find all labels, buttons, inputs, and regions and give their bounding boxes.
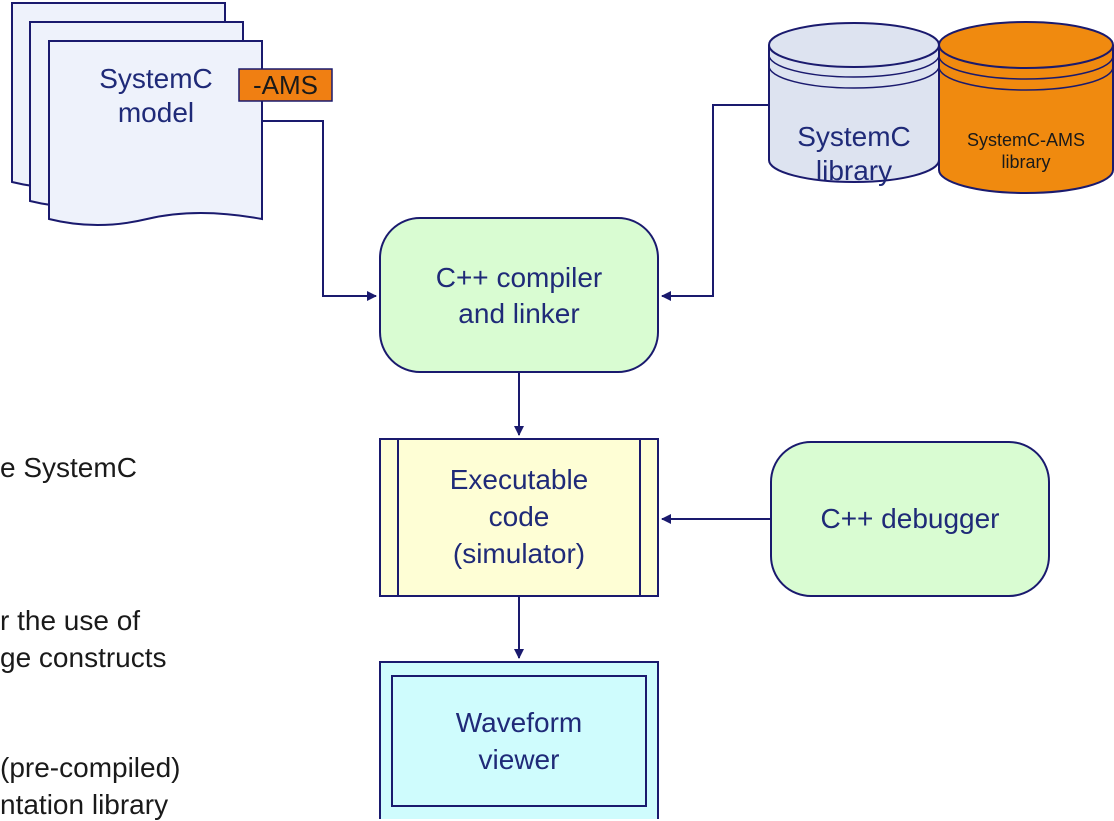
systemc-ams-library-label: SystemC-AMS library — [939, 129, 1113, 173]
systemc-model-document-stack — [11, 2, 263, 226]
compiler-line1: C++ compiler — [435, 262, 603, 293]
systemc-model-line2: model — [117, 97, 195, 128]
waveform-line2: viewer — [478, 744, 560, 775]
waveform-label: Waveform viewer — [392, 704, 646, 778]
executable-line2: code — [488, 501, 550, 532]
bullet-text-4: (pre-compiled) — [0, 752, 181, 783]
executable-line3: (simulator) — [452, 538, 586, 569]
model-to-compiler-arrow — [262, 120, 377, 301]
ams-tag-label: -AMS — [253, 70, 318, 100]
executable-line1: Executable — [449, 464, 589, 495]
ams-tag-box — [238, 68, 333, 102]
waveform-line1: Waveform — [455, 707, 583, 738]
waveform-viewer-box — [379, 661, 659, 819]
bullet-text-2: r the use of — [0, 605, 141, 636]
executable-label: Executable code (simulator) — [380, 461, 658, 572]
systemc-model-label: SystemC model — [66, 62, 246, 130]
compiler-line2: and linker — [458, 298, 580, 329]
bullet-text-5: ntation library — [0, 789, 169, 820]
library-to-compiler-arrow — [661, 104, 769, 301]
systemc-library-line1: SystemC — [797, 121, 911, 152]
systemc-ams-library-cylinder — [938, 21, 1114, 194]
bullet-text-3: ge constructs — [0, 642, 167, 673]
compiler-label: C++ compiler and linker — [380, 260, 658, 332]
systemc-library-label: SystemC library — [769, 120, 939, 188]
systemc-ams-library-line1: SystemC-AMS — [966, 130, 1085, 150]
systemc-ams-library-line2: library — [1001, 152, 1051, 172]
bullet-text-1: e SystemC — [0, 452, 137, 483]
debugger-label: C++ debugger — [820, 503, 1000, 534]
systemc-library-cylinder — [768, 22, 940, 183]
executable-box — [379, 438, 659, 597]
systemc-library-line2: library — [815, 155, 893, 186]
systemc-model-line1: SystemC — [99, 63, 213, 94]
